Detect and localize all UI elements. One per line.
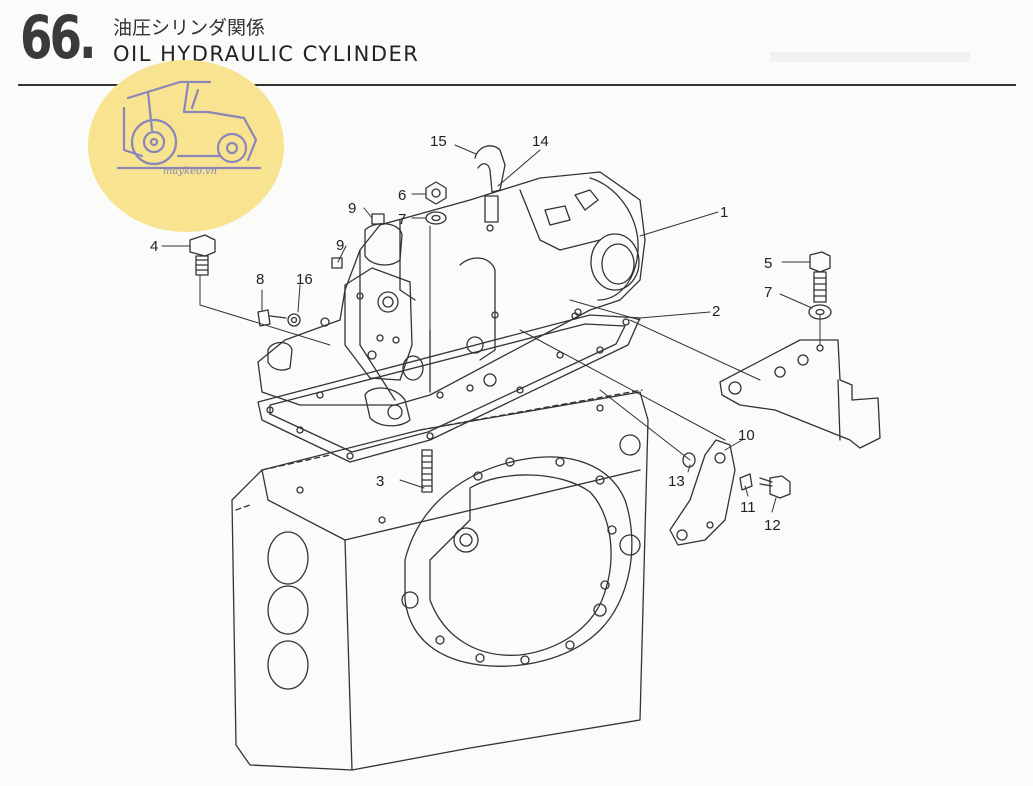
callout-1: 1: [720, 204, 728, 221]
bracket: [719, 339, 881, 449]
leader-lines: [161, 144, 821, 513]
callout-10: 10: [738, 427, 755, 444]
callout-13: 13: [668, 473, 685, 490]
callout-3: 3: [376, 473, 384, 490]
callout-8: 8: [256, 271, 264, 288]
watermark-text: maykeo.vn: [162, 166, 218, 177]
gasket-part-2: [257, 312, 641, 463]
transmission-case: [231, 389, 649, 771]
faded-header-mark: [770, 52, 970, 62]
hose-fitting-part-15: [474, 145, 506, 232]
cylinder-housing-part-1: [257, 171, 646, 427]
callout-labels: 1 2 3 4 5 6 7 7 8 9 9 10 11 12 13 14 15 …: [150, 133, 781, 534]
callout-9-lower: 9: [336, 237, 344, 254]
callout-6: 6: [398, 187, 406, 204]
callout-2: 2: [712, 303, 720, 320]
plug-part-4: [189, 234, 216, 276]
callout-5: 5: [764, 255, 772, 272]
callout-16: 16: [296, 271, 313, 288]
stud-bolt-part-3: [421, 449, 433, 493]
title-english: OIL HYDRAULIC CYLINDER: [113, 42, 420, 66]
callout-11: 11: [740, 499, 756, 516]
section-number: 66.: [20, 3, 97, 73]
callout-12: 12: [764, 517, 781, 534]
callout-9-top: 9: [348, 200, 356, 217]
callout-4: 4: [150, 238, 158, 255]
callout-7-left: 7: [398, 211, 406, 228]
bolt-and-washer-parts-5-7: [808, 251, 832, 320]
tractor-watermark-icon: [88, 60, 284, 232]
callout-7-right: 7: [764, 284, 772, 301]
callout-15: 15: [430, 133, 447, 150]
lever-bracket-part-10: [669, 439, 791, 546]
set-screw-parts-9: [331, 213, 385, 269]
nut-and-washer-parts-6-7: [425, 181, 447, 225]
callout-14: 14: [532, 133, 549, 150]
title-japanese: 油圧シリンダ関係: [113, 17, 266, 39]
header-rule: [18, 84, 1016, 86]
